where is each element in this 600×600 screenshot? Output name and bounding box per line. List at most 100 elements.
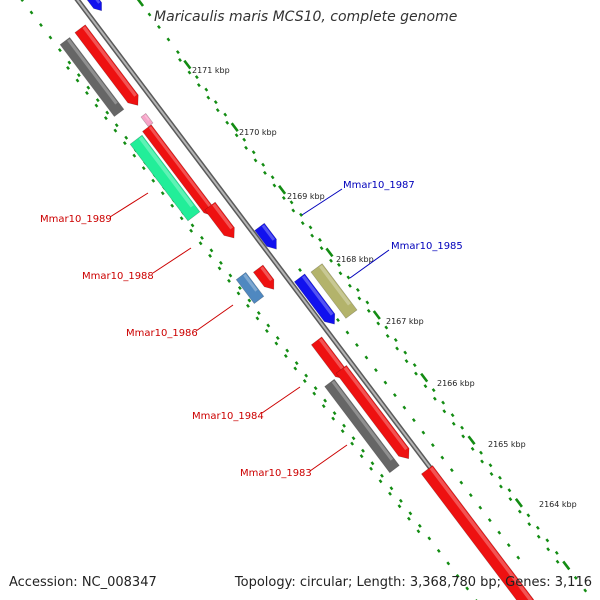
tick-mark — [527, 522, 532, 527]
cds-mmar10-1987[interactable] — [254, 222, 281, 253]
tick-mark — [206, 95, 211, 100]
tick-mark — [57, 48, 62, 53]
tick-mark — [427, 536, 432, 541]
tick-mark — [583, 588, 588, 593]
tick-mark — [208, 253, 212, 258]
tick-mark — [170, 203, 175, 208]
tick-mark — [536, 534, 541, 539]
cds-red-bottom[interactable] — [421, 465, 538, 600]
tick-mark — [378, 479, 383, 484]
tick-mark — [246, 303, 250, 308]
tick-mark — [179, 216, 184, 221]
gene-label-mmar10-1987[interactable]: Mmar10_1987 — [343, 180, 415, 191]
tick-mark — [313, 386, 318, 391]
tick-mark — [183, 59, 192, 70]
tick-mark — [157, 25, 161, 30]
tick-mark — [194, 75, 199, 80]
gene-label-mmar10-1988[interactable]: Mmar10_1988 — [82, 271, 154, 282]
tick-mark — [451, 421, 456, 426]
tick-mark — [351, 436, 356, 441]
tick-mark — [105, 110, 110, 115]
tick-mark — [380, 473, 384, 478]
tick-mark — [385, 333, 390, 338]
scale-label: 2165 kbp — [488, 440, 526, 449]
tick-mark — [383, 380, 388, 385]
tick-mark — [223, 112, 228, 117]
tick-mark — [446, 561, 451, 566]
tick-mark — [573, 575, 578, 580]
tick-mark — [251, 150, 256, 155]
cds-mmar10-1985[interactable] — [293, 273, 339, 328]
tick-mark — [345, 330, 350, 335]
tick-mark — [465, 586, 470, 591]
tick-mark — [270, 175, 275, 180]
tick-mark — [364, 355, 369, 360]
tick-mark — [397, 504, 402, 509]
gene-gray-1[interactable] — [59, 37, 125, 117]
tick-mark — [499, 484, 503, 489]
tick-mark — [442, 409, 447, 414]
tick-mark — [325, 247, 334, 258]
tick-mark — [450, 413, 455, 418]
tick-mark — [498, 475, 502, 480]
tick-mark — [225, 120, 230, 125]
tick-mark — [151, 178, 156, 183]
tick-mark — [507, 488, 512, 493]
feature-steel[interactable] — [235, 271, 265, 305]
tick-mark — [113, 128, 118, 133]
tick-mark — [555, 559, 560, 564]
tick-mark — [392, 393, 397, 398]
tick-mark — [361, 448, 365, 453]
tick-mark — [331, 416, 336, 421]
tick-mark — [283, 353, 288, 358]
tick-mark — [562, 560, 571, 571]
tick-mark — [20, 0, 24, 2]
tick-mark — [526, 513, 531, 518]
tick-mark — [479, 450, 483, 455]
tick-mark — [261, 162, 266, 167]
tick-mark — [141, 166, 146, 171]
gene-labels: Mmar10_1989 Mmar10_1988 Mmar10_1986 Mmar… — [40, 180, 463, 479]
tick-mark — [346, 275, 351, 280]
tick-mark — [244, 145, 248, 150]
tick-mark — [189, 228, 194, 233]
tick-mark — [291, 208, 296, 213]
tick-mark — [455, 573, 460, 578]
cds-mmar10-1988[interactable] — [204, 201, 239, 242]
feature-pink[interactable] — [140, 112, 154, 128]
tick-mark — [75, 78, 80, 83]
cds-mmar10-1983a[interactable] — [335, 364, 414, 462]
cds-red-1986a[interactable] — [252, 264, 278, 293]
tick-mark — [355, 343, 359, 348]
feature-teal[interactable] — [129, 134, 201, 222]
tick-mark — [175, 50, 180, 55]
scale-label: 2166 kbp — [437, 379, 475, 388]
tick-mark — [200, 235, 204, 240]
tick-mark — [312, 391, 317, 396]
tick-mark — [190, 223, 195, 228]
tick-mark — [94, 103, 99, 108]
tick-mark — [198, 241, 203, 246]
tick-mark — [67, 60, 72, 65]
cds-red-1[interactable] — [74, 24, 143, 109]
cds-top-blue[interactable] — [83, 0, 105, 14]
tick-mark — [370, 461, 375, 466]
feature-khaki[interactable] — [310, 263, 358, 319]
tick-mark — [76, 73, 81, 78]
tick-mark — [441, 400, 446, 405]
tick-mark — [402, 405, 407, 410]
gene-label-mmar10-1983[interactable]: Mmar10_1983 — [240, 468, 312, 479]
tick-mark — [103, 116, 108, 121]
gene-label-mmar10-1984[interactable]: Mmar10_1984 — [192, 411, 264, 422]
tick-mark — [242, 137, 247, 142]
gene-label-mmar10-1989[interactable]: Mmar10_1989 — [40, 214, 112, 225]
tick-mark — [431, 388, 436, 393]
tick-mark — [369, 466, 373, 471]
gene-gray-2[interactable] — [324, 378, 400, 474]
gene-label-mmar10-1986[interactable]: Mmar10_1986 — [126, 328, 198, 339]
gene-label-mmar10-1985[interactable]: Mmar10_1985 — [391, 241, 463, 252]
scale-label: 2170 kbp — [239, 128, 277, 137]
tick-mark — [274, 341, 279, 346]
tick-mark — [488, 463, 493, 468]
